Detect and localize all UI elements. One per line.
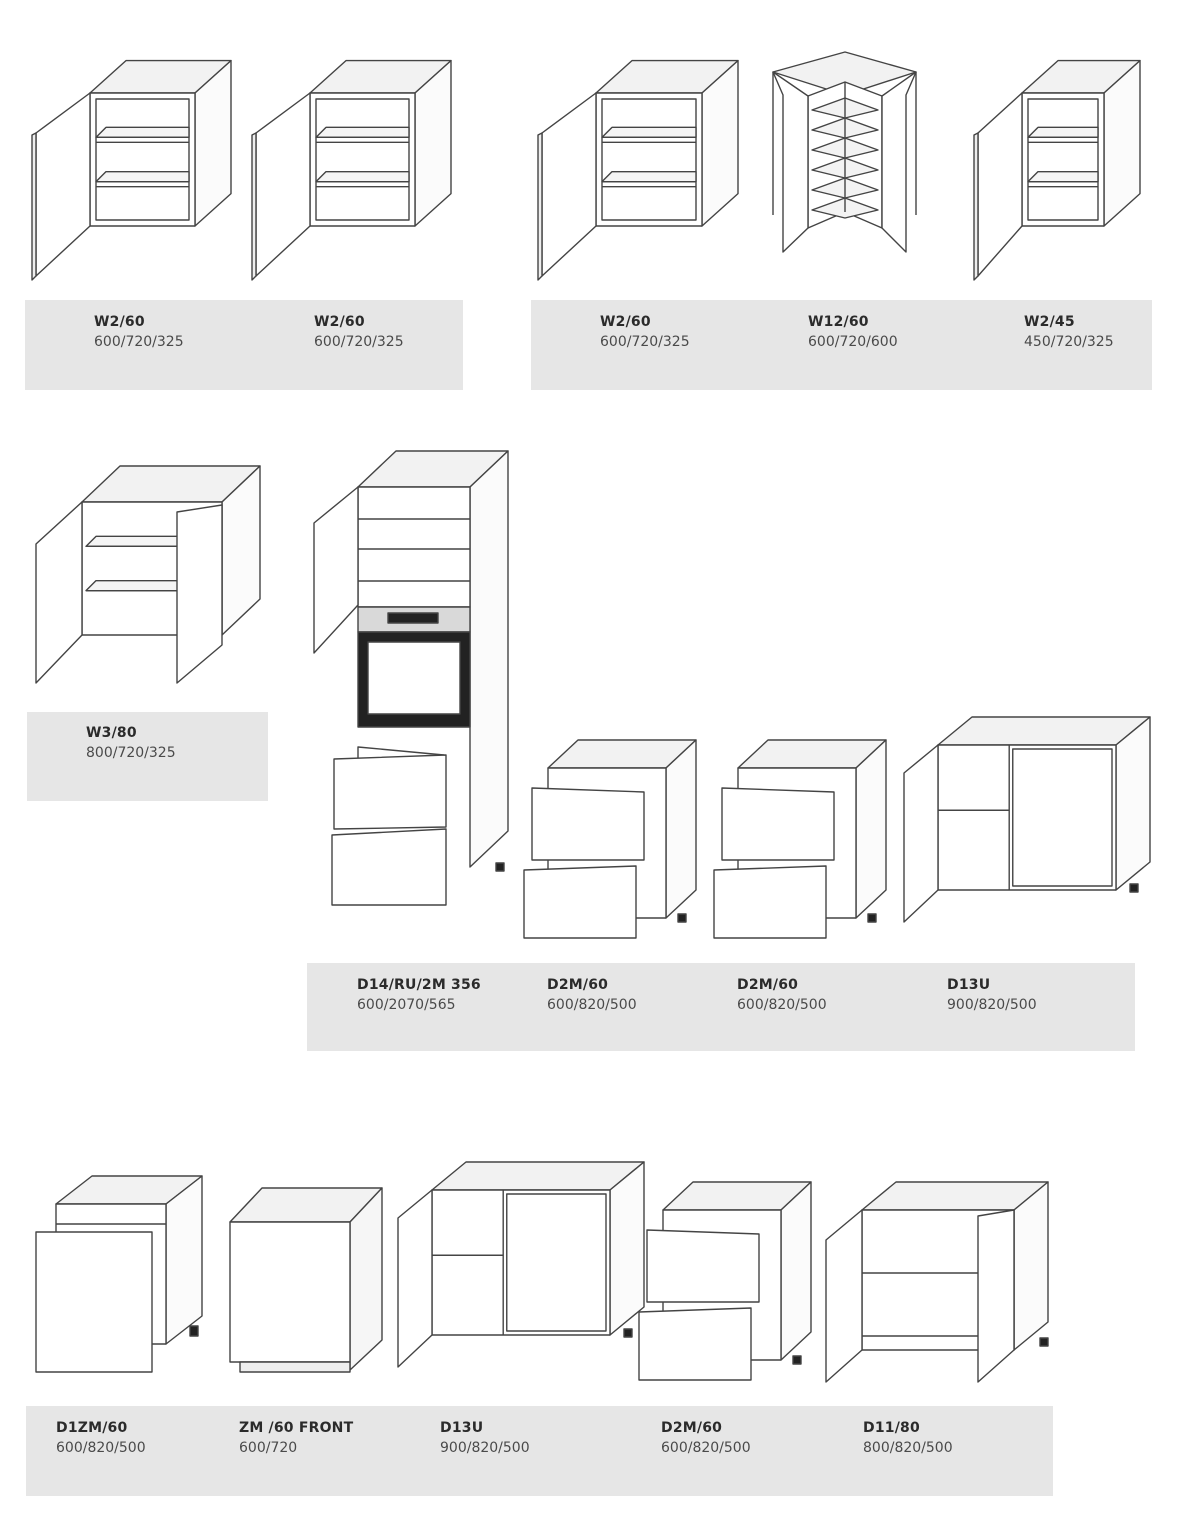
cabinet-d2m-60-c — [638, 1181, 812, 1381]
cabinet-dimensions: 600/820/500 — [56, 1440, 146, 1456]
cabinet-dimensions: 600/820/500 — [661, 1440, 751, 1456]
cabinet-code: D14/RU/2M 356 — [357, 977, 481, 993]
cabinet-code: W2/60 — [600, 314, 651, 330]
cabinet-dimensions: 900/820/500 — [947, 997, 1037, 1013]
label-w2-60-b: W2/60 600/720/325 — [314, 312, 404, 352]
cabinet-w3-80 — [35, 465, 261, 684]
cabinet-dimensions: 600/720/325 — [600, 334, 690, 350]
label-w3-80: W3/80 800/720/325 — [86, 723, 176, 763]
cabinet-code: W12/60 — [808, 314, 869, 330]
label-w2-60-c: W2/60 600/720/325 — [600, 312, 690, 352]
cabinet-code: W3/80 — [86, 725, 137, 741]
cabinet-dimensions: 600/820/500 — [547, 997, 637, 1013]
cabinet-code: D13U — [440, 1420, 484, 1436]
cabinet-w2-60-a — [31, 59, 232, 281]
cabinet-code: ZM /60 FRONT — [239, 1420, 354, 1436]
cabinet-dimensions: 600/720/325 — [314, 334, 404, 350]
cabinet-code: D1ZM/60 — [56, 1420, 128, 1436]
cabinet-dimensions: 600/720/600 — [808, 334, 898, 350]
label-band-row1-right — [531, 300, 1152, 390]
cabinet-dimensions: 600/2070/565 — [357, 997, 456, 1013]
cabinet-d14-ru-2m-356 — [313, 450, 509, 906]
label-w12-60: W12/60 600/720/600 — [808, 312, 898, 352]
cabinet-d13u-a — [903, 716, 1151, 923]
cabinet-d13u-b — [397, 1161, 645, 1368]
cabinet-dimensions: 600/720/325 — [94, 334, 184, 350]
label-band-row1-left — [25, 300, 463, 390]
cabinet-dimensions: 450/720/325 — [1024, 334, 1114, 350]
cabinet-w12-60 — [772, 51, 917, 253]
cabinet-dimensions: 800/720/325 — [86, 745, 176, 761]
label-d2m-60-b: D2M/60 600/820/500 — [737, 975, 827, 1015]
cabinet-code: W2/60 — [314, 314, 365, 330]
label-band-row2-right — [307, 963, 1135, 1051]
label-d14-ru-2m-356: D14/RU/2M 356 600/2070/565 — [357, 975, 481, 1015]
cabinet-code: D13U — [947, 977, 991, 993]
label-d2m-60-c: D2M/60 600/820/500 — [661, 1418, 751, 1458]
cabinet-dimensions: 800/820/500 — [863, 1440, 953, 1456]
cabinet-d2m-60-b — [713, 739, 887, 939]
label-d13u-a: D13U 900/820/500 — [947, 975, 1037, 1015]
label-band-row2-left — [27, 712, 268, 801]
label-d1zm-60: D1ZM/60 600/820/500 — [56, 1418, 146, 1458]
cabinet-code: W2/60 — [94, 314, 145, 330]
label-d11-80: D11/80 800/820/500 — [863, 1418, 953, 1458]
label-d2m-60-a: D2M/60 600/820/500 — [547, 975, 637, 1015]
cabinet-d11-80 — [825, 1181, 1049, 1383]
label-d13u-b: D13U 900/820/500 — [440, 1418, 530, 1458]
cabinet-code: D2M/60 — [737, 977, 799, 993]
cabinet-code: D11/80 — [863, 1420, 920, 1436]
cabinet-code: W2/45 — [1024, 314, 1075, 330]
cabinet-w2-45 — [973, 59, 1141, 281]
cabinet-dimensions: 600/820/500 — [737, 997, 827, 1013]
cabinet-d1zm-60 — [35, 1175, 203, 1373]
cabinet-code: D2M/60 — [547, 977, 609, 993]
cabinet-d2m-60-a — [523, 739, 697, 939]
label-w2-45: W2/45 450/720/325 — [1024, 312, 1114, 352]
cabinet-w2-60-c — [537, 59, 739, 281]
cabinet-dimensions: 900/820/500 — [440, 1440, 530, 1456]
label-w2-60-a: W2/60 600/720/325 — [94, 312, 184, 352]
cabinet-dimensions: 600/720 — [239, 1440, 298, 1456]
label-zm-60-front: ZM /60 FRONT 600/720 — [239, 1418, 353, 1458]
cabinet-code: D2M/60 — [661, 1420, 723, 1436]
cabinet-zm-60-front — [229, 1187, 383, 1373]
cabinet-w2-60-b — [251, 59, 452, 281]
label-band-row3 — [26, 1406, 1053, 1496]
